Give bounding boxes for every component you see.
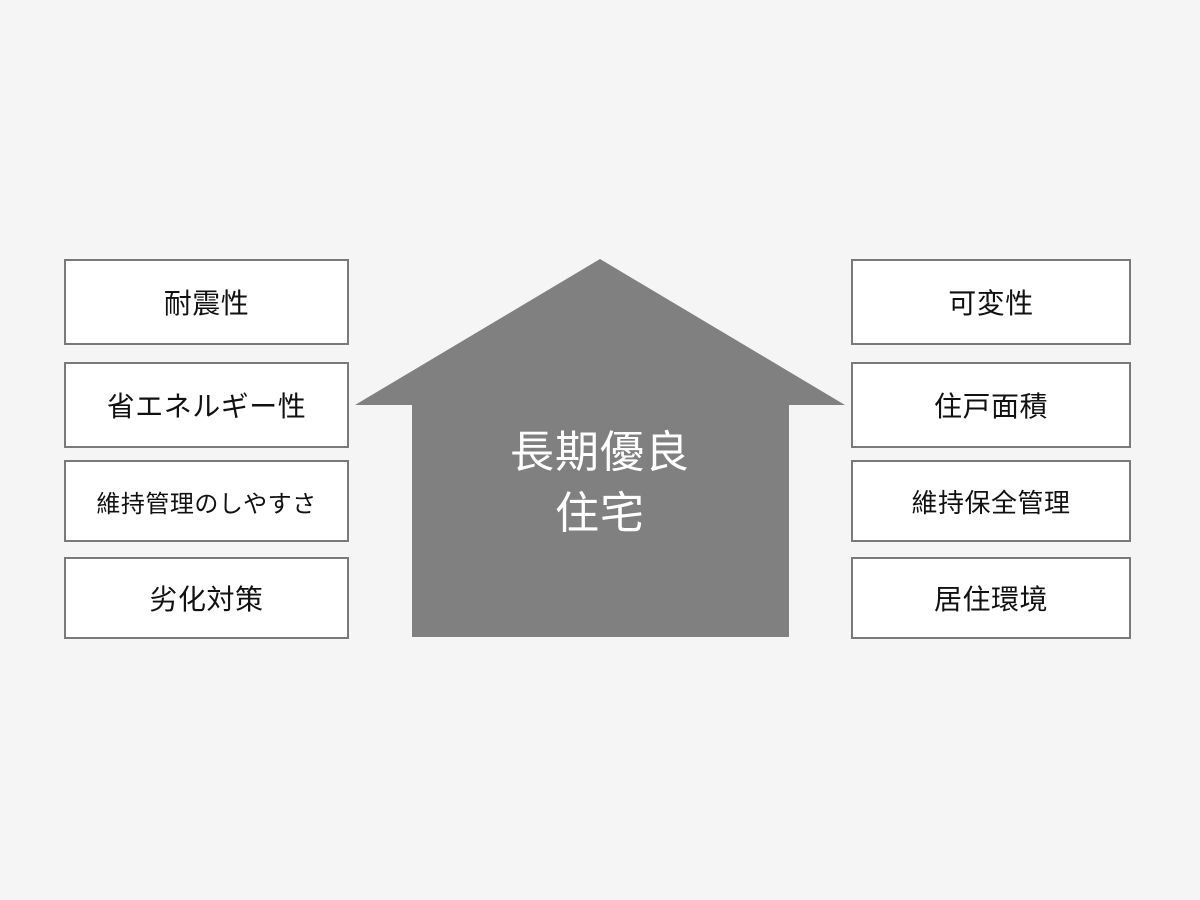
attribute-label: 維持管理のしやすさ: [96, 490, 317, 518]
attribute-box-ijikanri-no-shiyasusa[interactable]: 維持管理のしやすさ: [64, 460, 349, 542]
attribute-label: 住戸面積: [933, 391, 1048, 422]
attribute-label: 可変性: [948, 288, 1034, 319]
attribute-box-juuko-menseki[interactable]: 住戸面積: [851, 362, 1131, 448]
house-icon: [355, 259, 845, 637]
attribute-box-taishinsei[interactable]: 耐震性: [64, 259, 349, 345]
attribute-box-kahensei[interactable]: 可変性: [851, 259, 1131, 345]
attribute-box-shou-energy-sei[interactable]: 省エネルギー性: [64, 362, 349, 448]
attribute-label: 居住環境: [933, 584, 1048, 615]
attribute-label: 耐震性: [163, 288, 250, 319]
attribute-box-rekka-taisaku[interactable]: 劣化対策: [64, 557, 349, 639]
attribute-box-ijihozen-kanri[interactable]: 維持保全管理: [851, 460, 1131, 542]
attribute-label: 劣化対策: [149, 584, 264, 615]
house-graphic: 長期優良 住宅: [355, 252, 845, 644]
house-title: 長期優良 住宅: [510, 428, 690, 538]
attribute-label: 省エネルギー性: [106, 391, 307, 422]
attribute-box-kyojuu-kankyou[interactable]: 居住環境: [851, 557, 1131, 639]
attribute-label: 維持保全管理: [911, 487, 1071, 518]
